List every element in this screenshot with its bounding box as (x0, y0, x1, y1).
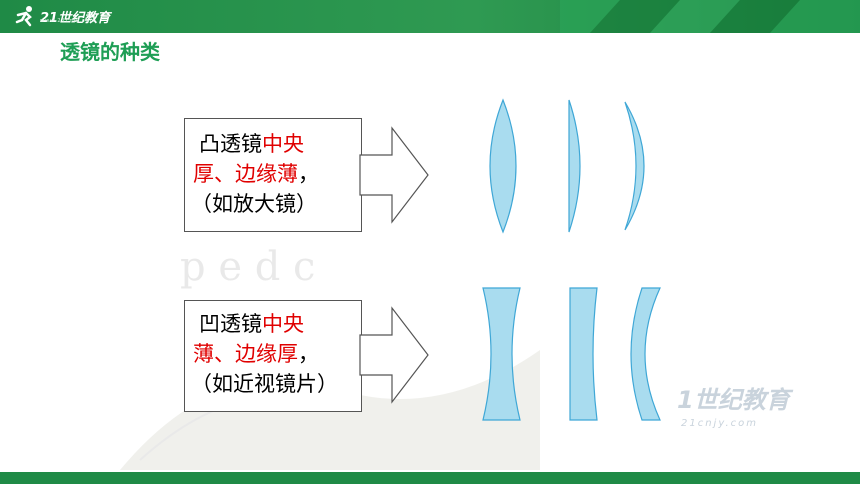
convex-comma: ， (298, 162, 319, 186)
concave-highlight-1: 中央 (262, 312, 304, 336)
watermark-main: 1世纪教育 (677, 386, 794, 414)
biconvex-lens (489, 98, 517, 234)
convex-example: （如放大镜） (191, 192, 317, 216)
page-title: 透镜的种类 (60, 40, 160, 64)
convex-term: 凸透镜 (199, 132, 262, 156)
convex-lens-group (489, 98, 645, 234)
watermark-sub: 21cnjy.com (681, 418, 758, 429)
plano-concave-lens (569, 287, 598, 421)
biconcave-lens (482, 287, 521, 421)
convex-arrow (359, 126, 429, 224)
meniscus-concave-lens (630, 287, 661, 421)
convex-lens-description: 凸透镜中央 厚、边缘薄， （如放大镜） (184, 118, 362, 232)
top-banner: 21世纪教育 www.21cnjy.com (0, 0, 860, 33)
concave-term: 凹透镜 (199, 312, 262, 336)
runner-icon (15, 6, 32, 27)
logo-text: 21世纪教育 (40, 10, 111, 26)
meniscus-convex-lens (624, 101, 645, 231)
concave-highlight-2: 薄、边缘厚 (193, 342, 298, 366)
brand-watermark: 1世纪教育 21cnjy.com (677, 386, 794, 429)
convex-highlight-2: 厚、边缘薄 (193, 162, 298, 186)
concave-lens-group (482, 287, 661, 421)
concave-lens-description: 凹透镜中央 薄、边缘厚， （如近视镜片） (184, 300, 362, 412)
brand-logo[interactable]: 21世纪教育 (14, 4, 110, 28)
banner-decoration (560, 0, 860, 33)
concave-comma: ， (298, 342, 319, 366)
convex-highlight-1: 中央 (262, 132, 304, 156)
plano-convex-lens (568, 99, 581, 233)
concave-example: （如近视镜片） (191, 372, 338, 396)
svg-text:p e d c: p e d c (180, 244, 315, 290)
bottom-bar (0, 472, 860, 484)
logo-url: www.21cnjy.com (40, 18, 96, 24)
concave-arrow (359, 306, 429, 404)
